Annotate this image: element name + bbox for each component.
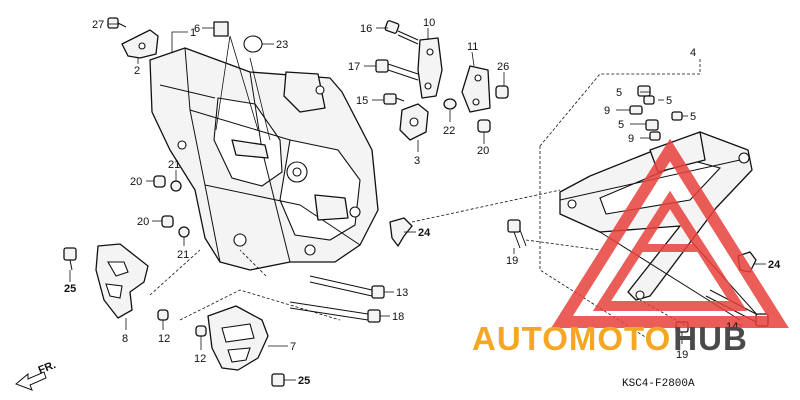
bracket-2 <box>121 29 159 59</box>
bolt-16 <box>384 20 419 45</box>
callout-5-d: 5 <box>618 119 624 131</box>
callout-5-b: 5 <box>666 95 672 107</box>
callout-27: 27 <box>92 19 104 31</box>
callout-25-a: 25 <box>64 283 76 295</box>
callout-2: 2 <box>134 65 140 77</box>
callout-9-a: 9 <box>604 105 610 117</box>
callout-15: 15 <box>356 95 368 107</box>
callout-24-b: 24 <box>768 259 781 271</box>
nut-12-b <box>195 325 207 337</box>
nut-20-top <box>477 119 491 133</box>
hanger-plate-11 <box>461 65 491 113</box>
callout-25-b: 25 <box>298 375 310 387</box>
direction-label: FR. <box>37 359 58 377</box>
callout-12-a: 12 <box>158 333 170 345</box>
bolt-17 <box>375 59 419 81</box>
callout-22: 22 <box>443 125 455 137</box>
callout-16: 16 <box>360 23 372 35</box>
watermark-text: AUTOMOTO HUB <box>472 320 748 357</box>
callout-9-b: 9 <box>628 133 634 145</box>
nut-26 <box>495 85 509 99</box>
callout-18: 18 <box>392 311 404 323</box>
bolt-19-a <box>507 219 527 249</box>
watermark-triangle-inner <box>592 190 748 311</box>
callout-12-b: 12 <box>194 353 206 365</box>
nut-20-left-a <box>153 175 166 188</box>
washer-21-b <box>178 226 190 238</box>
callout-20-a: 20 <box>130 176 142 188</box>
callout-21-a: 21 <box>168 159 180 171</box>
callout-3: 3 <box>414 155 420 167</box>
watermark-triangle-outer <box>551 138 789 328</box>
callout-10: 10 <box>423 17 435 29</box>
callout-19-b: 19 <box>676 349 688 361</box>
bolt-25-a <box>63 247 77 271</box>
callout-13: 13 <box>396 287 408 299</box>
callout-5-c: 5 <box>690 111 696 123</box>
callout-24-a: 24 <box>418 227 431 239</box>
callout-7: 7 <box>290 341 296 353</box>
callout-6: 6 <box>194 23 200 35</box>
front-direction-indicator: FR. <box>15 359 58 391</box>
washer-21-a <box>170 180 182 192</box>
callout-14: 14 <box>726 321 738 333</box>
callout-1: 1 <box>190 27 196 39</box>
watermark-logo <box>551 138 789 328</box>
callout-21-b: 21 <box>177 249 189 261</box>
bolt-25-b <box>271 373 285 387</box>
nut-12-a <box>157 309 169 321</box>
plate-6 <box>213 21 229 37</box>
diagram-code: KSC4-F2800A <box>622 378 695 390</box>
bracket-5-b <box>643 95 655 105</box>
watermark-word-1: AUTOMOTO <box>472 320 671 357</box>
bracket-9-b <box>649 131 661 141</box>
arrow-left-icon <box>15 371 47 391</box>
callout-8: 8 <box>122 333 128 345</box>
callout-17: 17 <box>348 61 360 73</box>
clip-23 <box>243 35 263 53</box>
callout-23: 23 <box>276 39 288 51</box>
bolt-13 <box>309 275 385 299</box>
callout-4: 4 <box>690 47 696 59</box>
bolt-15 <box>383 93 405 105</box>
bracket-9-a <box>629 105 643 115</box>
leader-lines <box>69 23 766 381</box>
callout-11: 11 <box>467 41 478 53</box>
callout-20-top: 20 <box>477 145 489 157</box>
bracket-5-d <box>645 119 659 131</box>
nut-20-left-b <box>161 215 174 228</box>
bracket-3 <box>399 103 429 141</box>
hanger-plate-10 <box>417 37 443 99</box>
bracket-5-c <box>671 111 683 121</box>
watermark-word-2: HUB <box>673 320 748 357</box>
clamp-24-left <box>389 217 413 247</box>
guard-8 <box>95 243 149 319</box>
bracket-5-a <box>637 85 651 97</box>
bolt-18 <box>289 301 381 323</box>
guard-7 <box>207 305 269 371</box>
callout-19-a: 19 <box>506 255 518 267</box>
callout-26: 26 <box>497 61 509 73</box>
callout-5-a: 5 <box>616 87 622 99</box>
main-frame <box>149 47 379 271</box>
callout-20-b: 20 <box>137 216 149 228</box>
bolt-27 <box>107 17 127 29</box>
callout-labels: 27 1 6 23 2 16 10 11 4 17 26 15 22 3 20 … <box>64 17 781 387</box>
washer-22 <box>443 98 457 110</box>
